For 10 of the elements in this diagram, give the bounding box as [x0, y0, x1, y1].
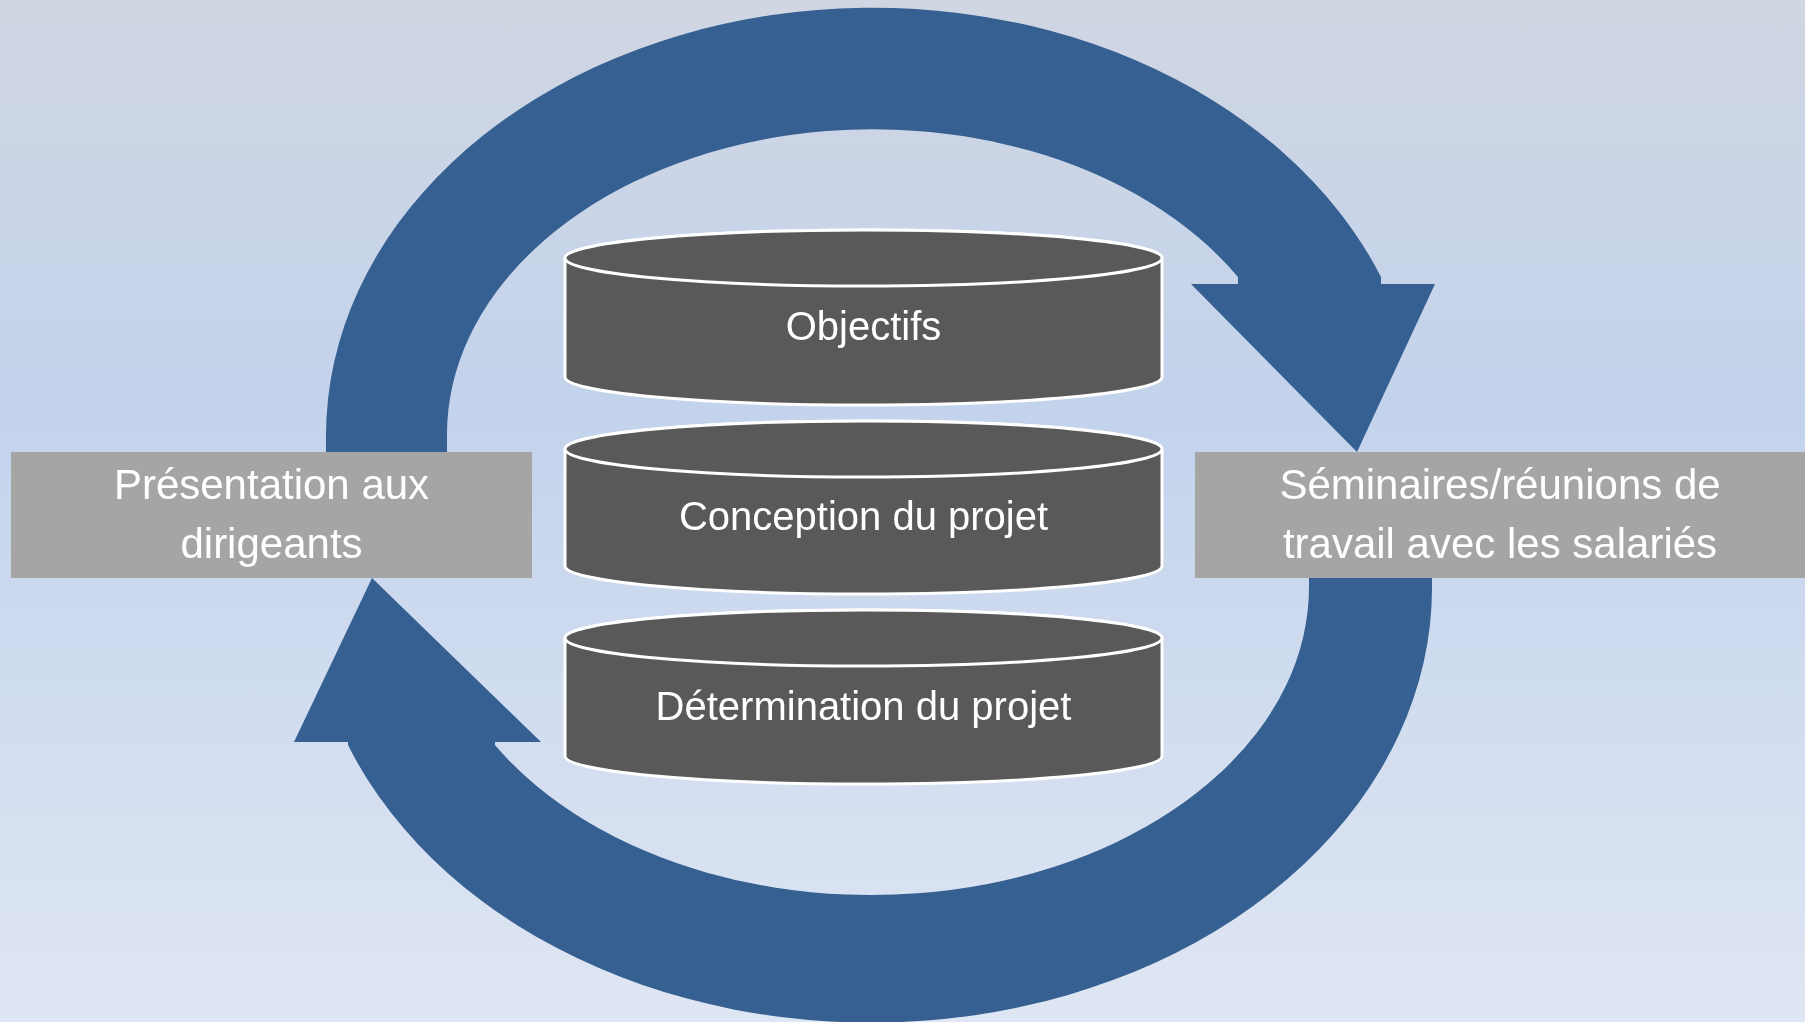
cylinder-label: Conception du projet [678, 494, 1049, 539]
cylinder-shape [563, 610, 1164, 784]
cylinder-shape [563, 421, 1164, 594]
curved-arrow [294, 578, 1432, 1022]
process-box: Séminaires/réunions de travail avec les salariés [1195, 452, 1805, 578]
cylinder-shape [563, 230, 1164, 405]
cylinder-label: Détermination du projet [655, 683, 1072, 729]
curved-arrow [326, 8, 1435, 452]
process-box: Présentation aux dirigeants [11, 452, 532, 578]
cylinder-label: Objectifs [785, 304, 942, 349]
